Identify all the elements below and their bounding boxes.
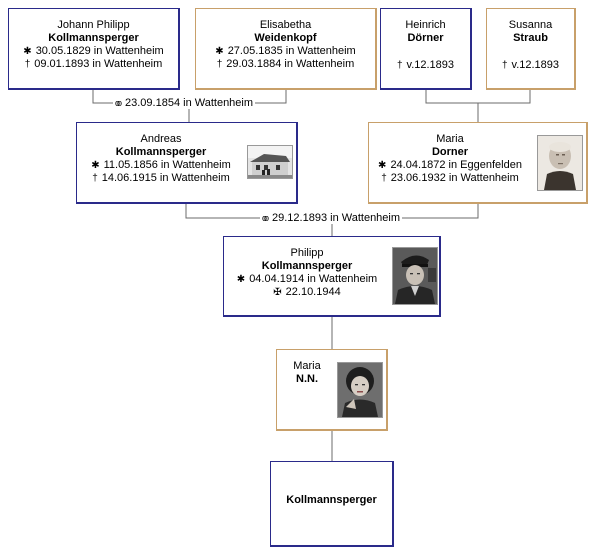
birth-event: 27.05.1835 in Wattenheim — [227, 45, 356, 57]
death-event: 23.06.1932 in Wattenheim — [390, 172, 519, 184]
given-name: Maria — [436, 133, 464, 145]
portrait-photo-icon — [338, 363, 382, 417]
surname: Kollmannsperger — [286, 494, 377, 506]
surname: Kollmannsperger — [48, 32, 139, 44]
birth-event: 11.05.1856 in Wattenheim — [103, 159, 231, 171]
birth-icon: ✱ — [91, 160, 100, 171]
birth-icon: ✱ — [23, 46, 32, 57]
birth-event: 24.04.1872 in Eggenfelden — [390, 159, 522, 171]
connector-couple-2 — [425, 90, 531, 104]
birth-icon: ✱ — [236, 274, 246, 285]
person-card-elisabetha[interactable]: Elisabetha Weidenkopf ✱27.05.1835 in Wat… — [195, 8, 377, 90]
death-icon: † — [396, 60, 403, 71]
person-card-maria-nn[interactable]: Maria N.N. — [276, 349, 388, 431]
surname: Kollmannsperger — [261, 260, 353, 272]
death-event: v.12.1893 — [406, 59, 455, 71]
given-name: Philipp — [290, 247, 324, 259]
person-card-susanna[interactable]: Susanna Straub †v.12.1893 — [486, 8, 576, 90]
surname: Kollmannsperger — [115, 146, 207, 158]
birth-icon: ✱ — [378, 160, 387, 171]
death-icon: † — [24, 59, 31, 70]
given-name: Elisabetha — [259, 19, 312, 31]
death-icon: † — [501, 60, 508, 71]
surname: Dörner — [407, 32, 444, 44]
death-event: v.12.1893 — [511, 59, 560, 71]
death-icon: † — [216, 59, 223, 70]
given-name: Susanna — [508, 19, 553, 31]
death-event: 29.03.1884 in Wattenheim — [226, 58, 355, 70]
death-event: 09.01.1893 in Wattenheim — [34, 58, 163, 70]
person-card-philipp[interactable]: Philipp Kollmannsperger ✱04.04.1914 in W… — [223, 236, 441, 317]
marriage-rings-icon: oo — [262, 213, 269, 223]
given-name: Maria — [293, 360, 321, 372]
birth-icon: ✱ — [215, 46, 224, 57]
photo-andreas[interactable] — [247, 145, 293, 179]
soldier-portrait-icon — [393, 248, 437, 304]
fallen-icon: ✠ — [273, 287, 282, 298]
surname: N.N. — [296, 373, 318, 385]
death-icon: † — [92, 173, 98, 184]
given-name: Johann Philipp — [57, 19, 130, 31]
given-name: Heinrich — [405, 19, 446, 31]
death-event: 14.06.1915 in Wattenheim — [101, 172, 230, 184]
house-photo-icon — [248, 146, 292, 178]
death-icon: † — [381, 173, 387, 184]
photo-philipp[interactable] — [392, 247, 438, 305]
portrait-photo-icon — [538, 136, 582, 190]
surname: Straub — [513, 32, 548, 44]
birth-event: 30.05.1829 in Wattenheim — [35, 45, 164, 57]
surname: Weidenkopf — [254, 32, 317, 44]
surname: Dorner — [431, 146, 469, 158]
person-card-maria-dorner[interactable]: Maria Dorner ✱24.04.1872 in Eggenfelden … — [368, 122, 588, 204]
person-card-andreas[interactable]: Andreas Kollmannsperger ✱11.05.1856 in W… — [76, 122, 298, 204]
photo-maria-nn[interactable] — [337, 362, 383, 418]
birth-event: 04.04.1914 in Wattenheim — [249, 273, 378, 285]
person-card-johann-philipp[interactable]: Johann Philipp Kollmannsperger ✱30.05.18… — [8, 8, 180, 90]
marriage-rings-icon: oo — [115, 98, 122, 108]
given-name: Andreas — [140, 133, 182, 145]
fallen-event: 22.10.1944 — [285, 286, 341, 298]
person-card-kollmannsperger-child[interactable]: Kollmannsperger — [270, 461, 394, 547]
person-card-heinrich[interactable]: Heinrich Dörner †v.12.1893 — [380, 8, 472, 90]
photo-maria-dorner[interactable] — [537, 135, 583, 191]
